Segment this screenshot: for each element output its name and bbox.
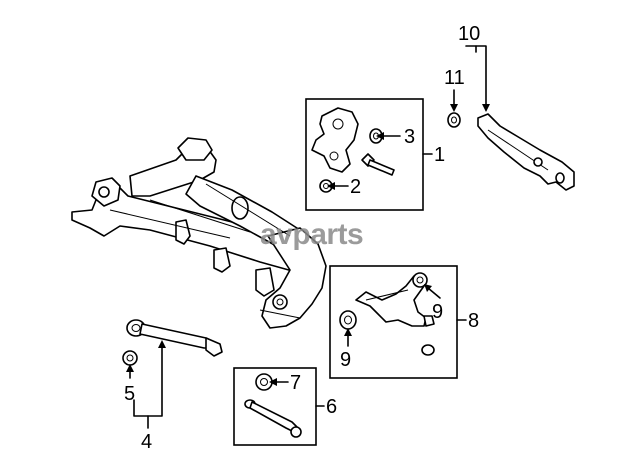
- bushing-part-9-upper: [412, 272, 428, 288]
- callout-11: 11: [444, 67, 465, 89]
- upper-arm-group-frame: [329, 265, 458, 379]
- callout-8: 8: [468, 310, 479, 332]
- callout-2: 2: [350, 176, 361, 198]
- callout-1: 1: [434, 144, 445, 166]
- callout-9-right: 9: [432, 301, 443, 323]
- callout-3: 3: [404, 126, 415, 148]
- callout-5: 5: [124, 383, 135, 405]
- bushing-part-11: [447, 112, 461, 128]
- callout-7: 7: [290, 372, 301, 394]
- callout-9-left: 9: [340, 349, 351, 371]
- bushing-part-9-lower: [339, 310, 357, 330]
- lateral-link-group: [122, 319, 223, 366]
- trailing-arm-group: [447, 112, 575, 191]
- callout-6: 6: [326, 396, 337, 418]
- callout-4: 4: [141, 431, 152, 453]
- watermark-text: avparts: [260, 218, 363, 251]
- crossmember-drawing: [71, 137, 327, 329]
- callout-10: 10: [458, 23, 480, 45]
- bushing-part-5: [122, 350, 138, 366]
- upper-arm-group: [329, 265, 458, 379]
- knuckle-group: [305, 98, 424, 211]
